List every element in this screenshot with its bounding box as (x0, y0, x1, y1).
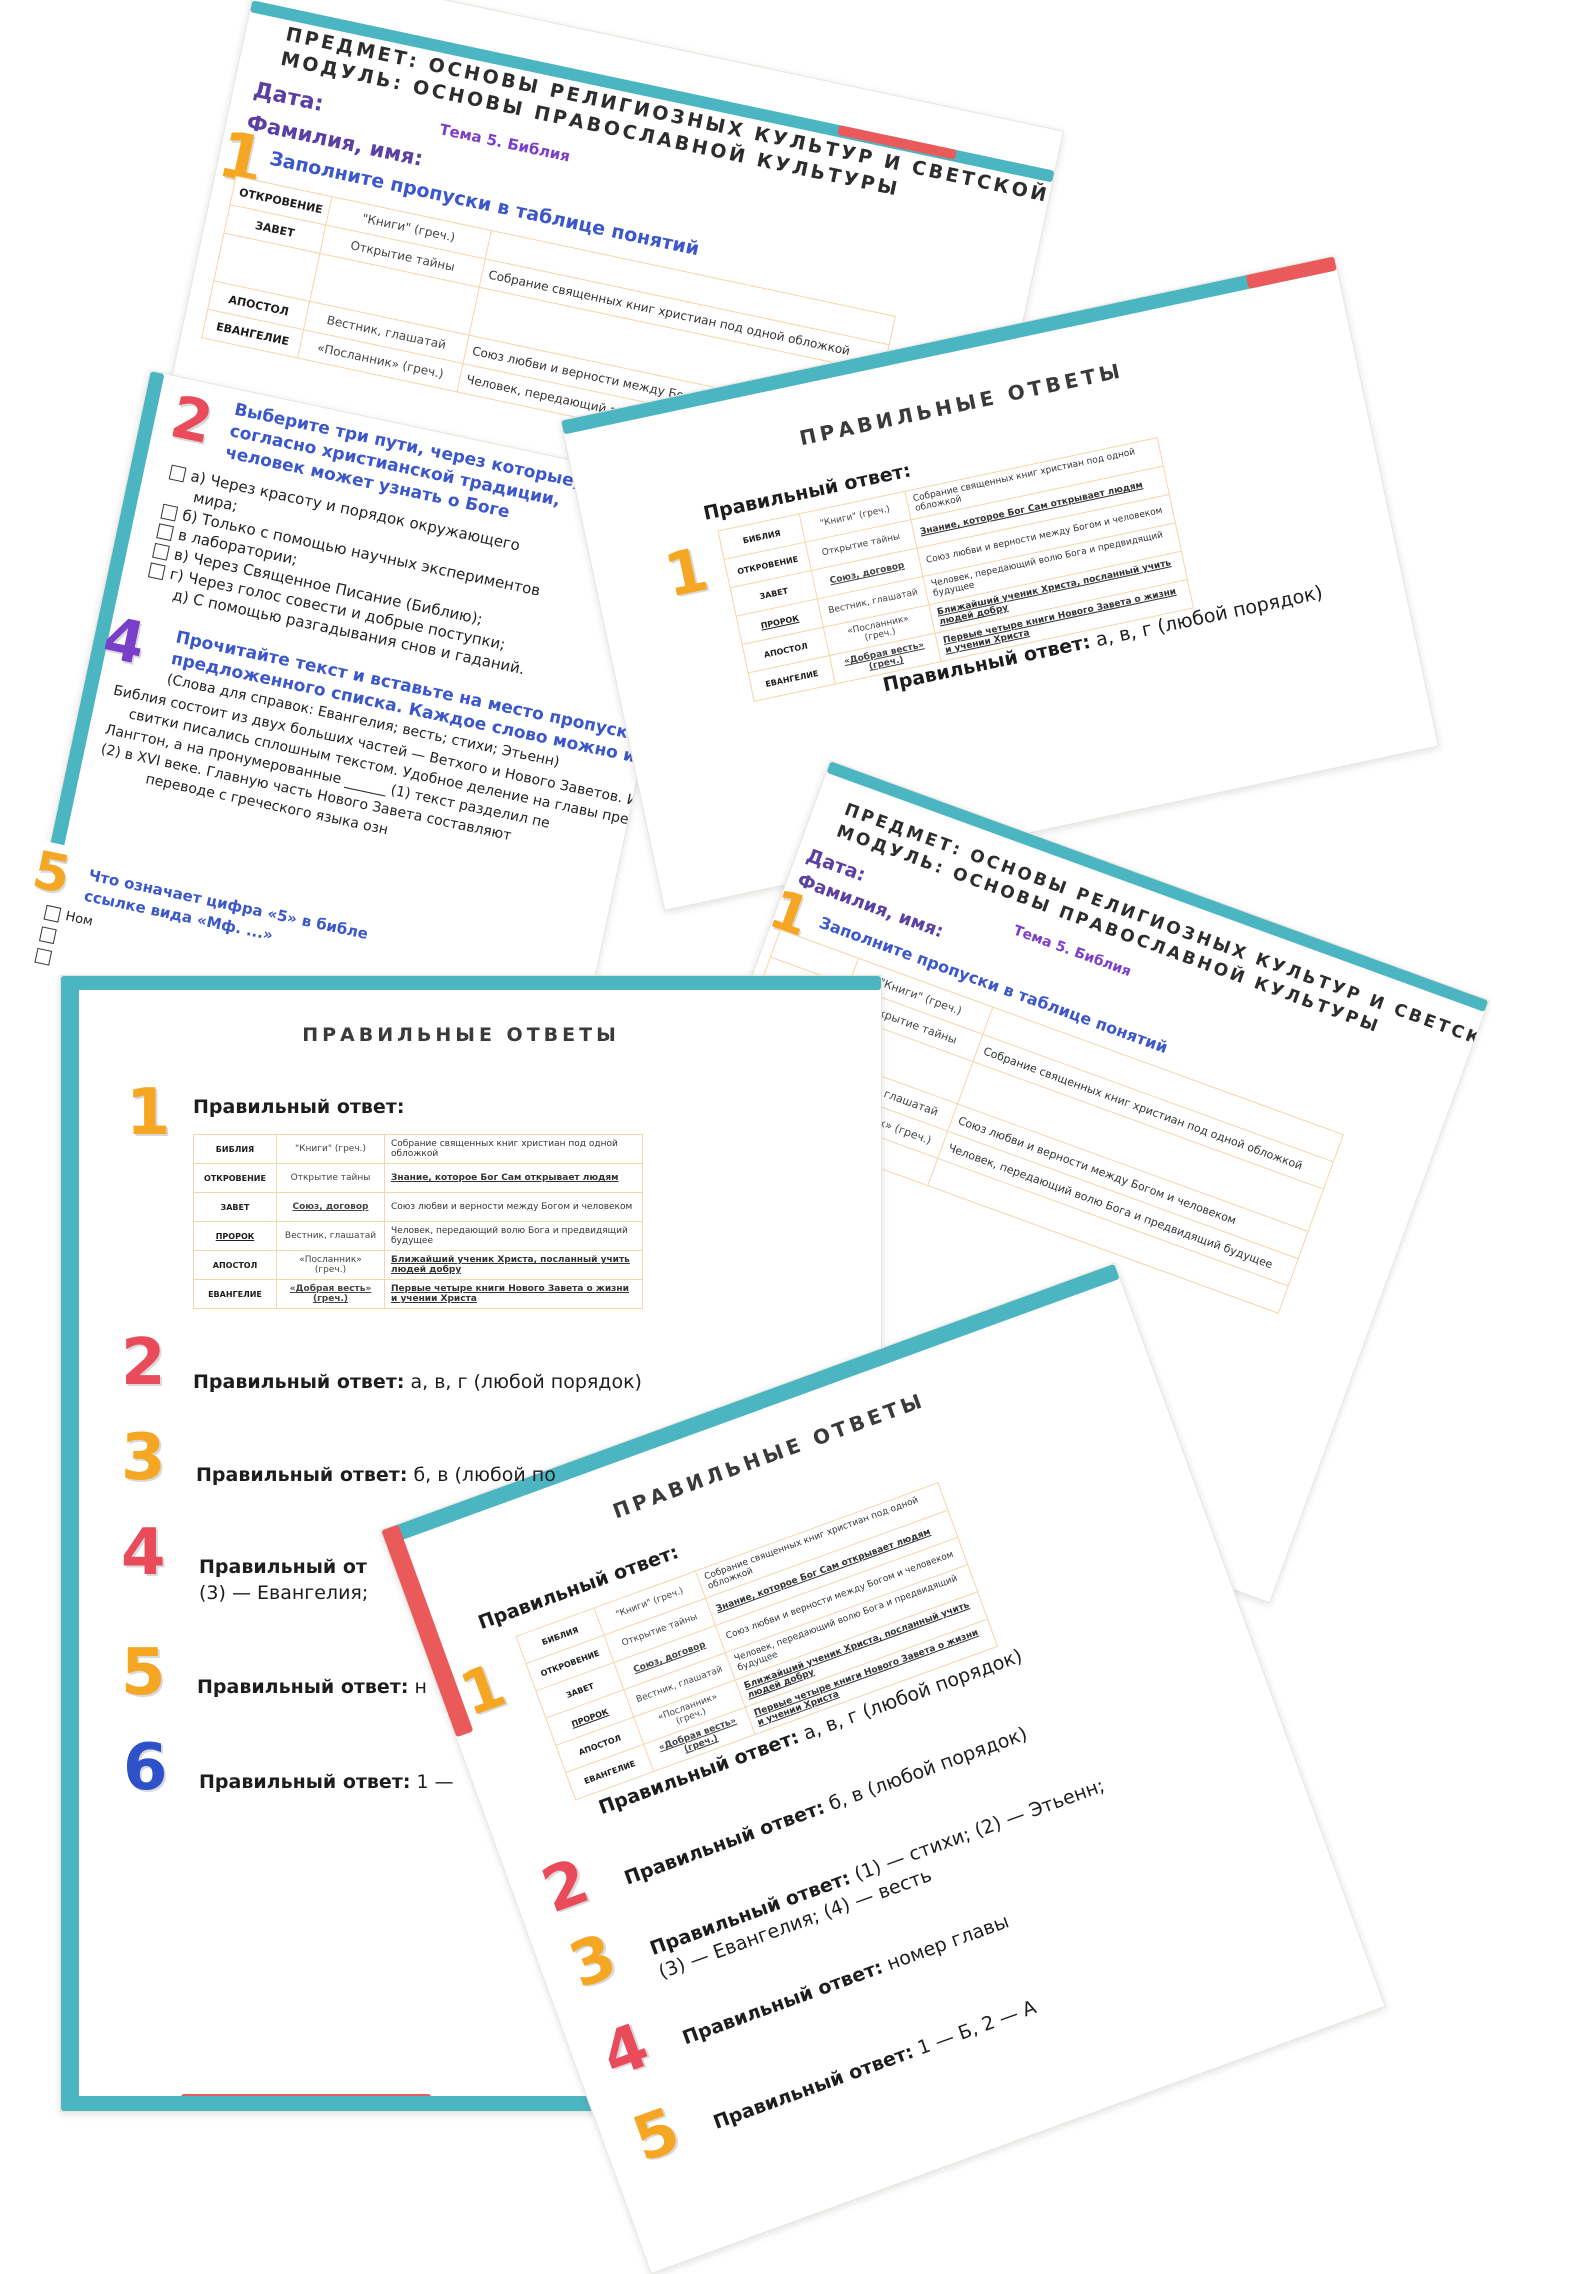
answer3-label: Правильный ответ: (196, 1464, 408, 1486)
answers-table: БИБЛИЯ"Книги" (греч.)Собрание священных … (193, 1134, 643, 1309)
answer6-value: 1 — Б, 2 — А (914, 1996, 1040, 2060)
definition-cell: Человек, передающий волю Бога и предвидя… (384, 1221, 643, 1251)
brush-teal (61, 976, 79, 2111)
checkbox-a[interactable] (168, 464, 187, 483)
task-number-4: 4 (97, 603, 152, 679)
answer-number-2: 2 (121, 1326, 166, 1400)
meaning-cell: «Посланник» (греч.) (276, 1250, 385, 1280)
answer5-line: Правильный ответ: н (197, 1676, 427, 1698)
answer5-label: Правильный ответ: (197, 1676, 409, 1698)
answer4-line2: (3) — Евангелия; (199, 1582, 369, 1604)
task-number-2: 2 (164, 382, 219, 458)
answer-number-5: 5 (121, 1636, 166, 1710)
answer-number-1: 1 (126, 1076, 171, 1150)
definition-cell: Знание, которое Бог Сам открывает людям (384, 1163, 643, 1193)
task5-option: Ном (64, 909, 95, 930)
table-row: ЕВАНГЕЛИЕ«Добрая весть» (греч.)Первые че… (193, 1279, 643, 1309)
answer5-value: номер главы (883, 1910, 1012, 1975)
checkbox-b[interactable] (160, 503, 179, 522)
term-cell: ЗАВЕТ (193, 1192, 277, 1222)
term-cell: БИБЛИЯ (193, 1134, 277, 1164)
answer-number-3: 3 (121, 1421, 166, 1495)
answer-number-4: 4 (121, 1516, 166, 1590)
definition-cell: Собрание священных книг христиан под одн… (384, 1134, 643, 1164)
checkbox-v[interactable] (156, 523, 175, 542)
definition-cell: Ближайший ученик Христа, посланный учить… (384, 1250, 643, 1280)
table-row: БИБЛИЯ"Книги" (греч.)Собрание священных … (193, 1134, 643, 1164)
term-cell: ПРОРОК (193, 1221, 277, 1251)
answer3-line: Правильный ответ: б, в (любой по (196, 1464, 556, 1486)
answer6-line: Правильный ответ: 1 — (199, 1771, 454, 1793)
answer4-label: Правильный от (199, 1556, 367, 1578)
answers-sheet-left: ПРАВИЛЬНЫЕ ОТВЕТЫ 1 Правильный ответ: БИ… (60, 975, 882, 2112)
term-cell: ОТКРОВЕНИЕ (193, 1163, 277, 1193)
answer2-label: Правильный ответ: (193, 1371, 405, 1393)
answer5-value: н (414, 1676, 427, 1698)
brush-teal (61, 976, 881, 990)
answer6-label: Правильный ответ: (199, 1771, 411, 1793)
meaning-cell: "Книги" (греч.) (276, 1134, 385, 1164)
answer-number-1: 1 (658, 534, 715, 612)
checkbox[interactable] (34, 947, 53, 966)
task-number-5: 5 (27, 840, 76, 907)
checkbox-d[interactable] (147, 562, 166, 581)
checkbox[interactable] (38, 926, 57, 945)
definition-cell: Союз любви и верности между Богом и чело… (384, 1192, 643, 1222)
meaning-cell: Открытие тайны (276, 1163, 385, 1193)
term-cell: АПОСТОЛ (193, 1250, 277, 1280)
meaning-cell: «Добрая весть» (греч.) (276, 1279, 385, 1309)
answer-number-6: 6 (123, 1731, 168, 1805)
answers-title: ПРАВИЛЬНЫЕ ОТВЕТЫ (302, 1024, 620, 1046)
answer3-value: б, в (любой по (413, 1464, 556, 1486)
meaning-cell: Вестник, глашатай (276, 1221, 385, 1251)
answer6-value: 1 — (416, 1771, 454, 1793)
table-row: АПОСТОЛ«Посланник» (греч.)Ближайший учен… (193, 1250, 643, 1280)
answer2-value: а, в, г (любой порядок) (410, 1371, 642, 1393)
checkbox-g[interactable] (152, 542, 170, 561)
checkbox[interactable] (43, 904, 62, 923)
definition-cell: Первые четыре книги Нового Завета о жизн… (384, 1279, 643, 1309)
answer1-label: Правильный ответ: (193, 1096, 405, 1118)
term-cell: ЕВАНГЕЛИЕ (193, 1279, 277, 1309)
date-label: Дата: (251, 77, 326, 118)
meaning-cell: Союз, договор (276, 1192, 385, 1222)
answer2-line: Правильный ответ: а, в, г (любой порядок… (193, 1371, 642, 1393)
module-name: ОСНОВЫ ПРАВОСЛАВНОЙ КУЛЬТУРЫ (949, 863, 1384, 1038)
